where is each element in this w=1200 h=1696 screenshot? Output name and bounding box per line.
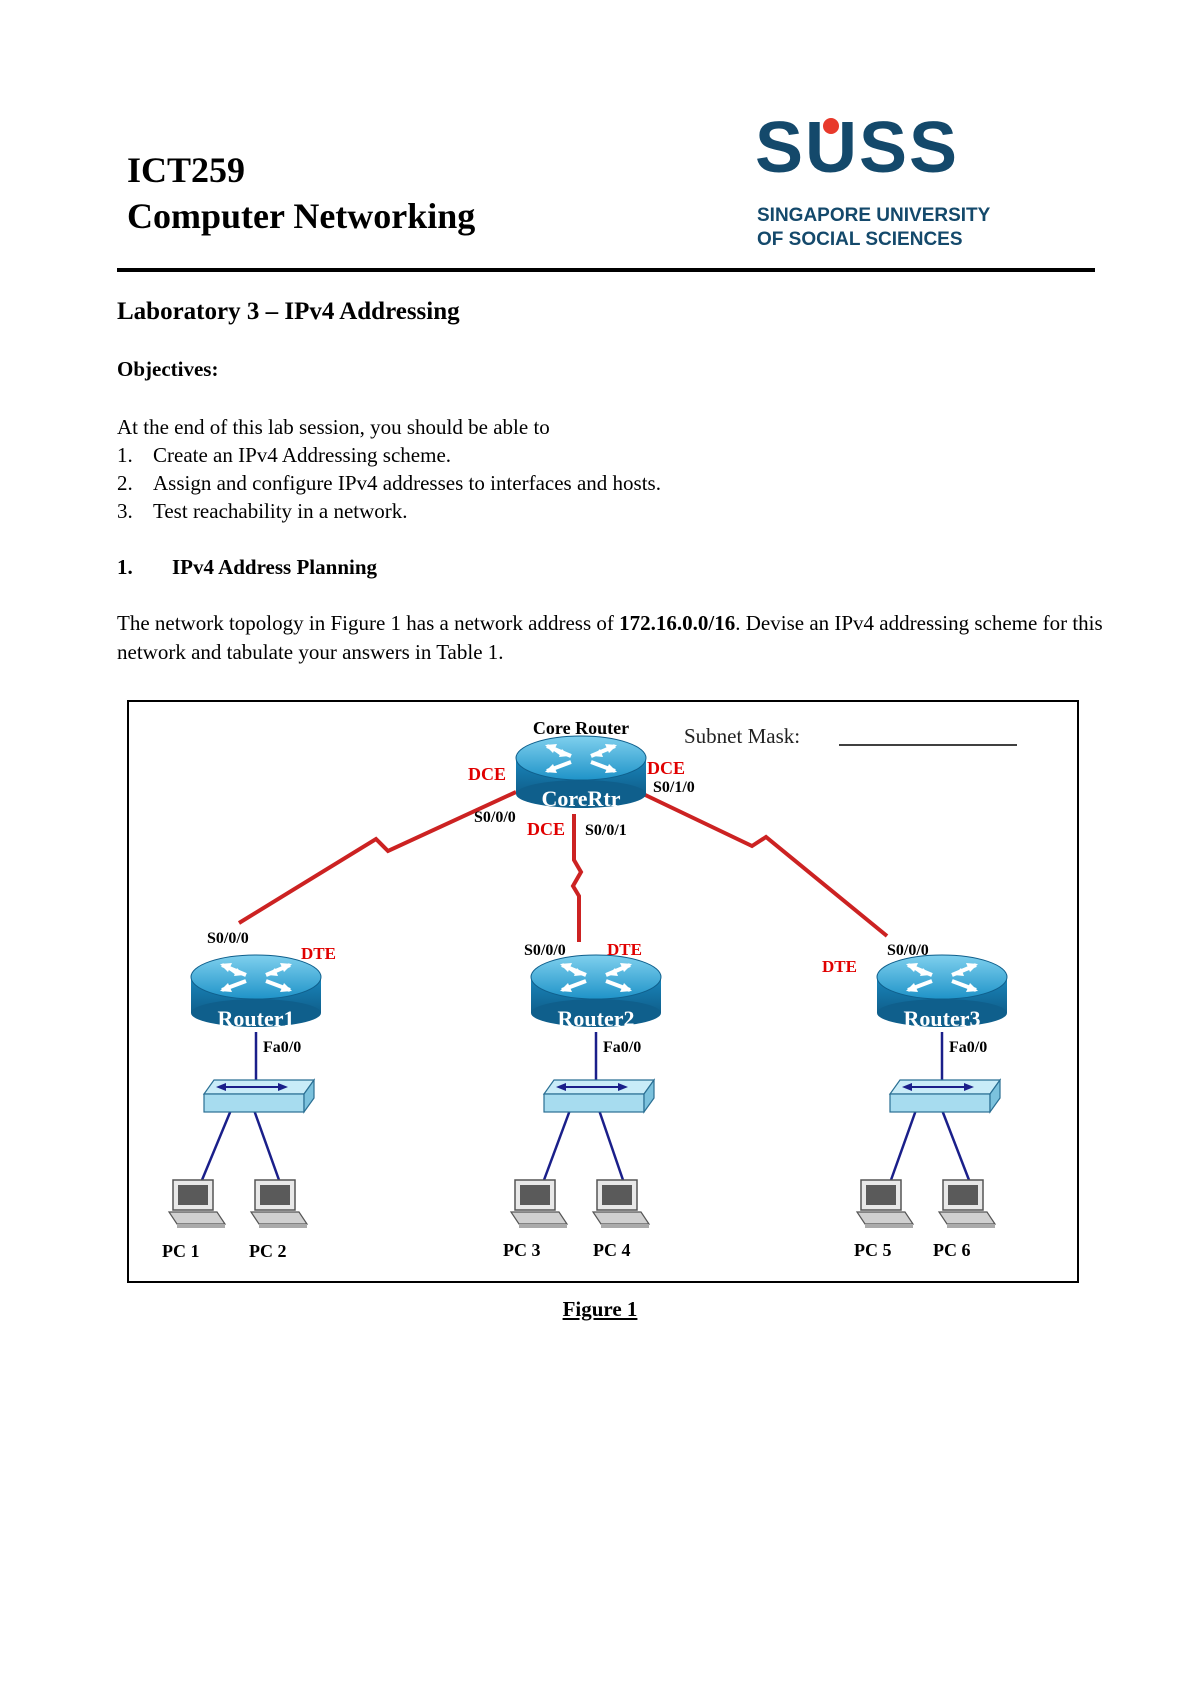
router1-dte: DTE	[301, 944, 336, 963]
router2-serial: S0/0/0	[524, 942, 566, 959]
dce-label-middle: DCE	[527, 819, 565, 839]
pc-6-icon	[938, 1179, 996, 1229]
objectives-list: 1.Create an IPv4 Addressing scheme. 2.As…	[117, 441, 661, 525]
pc-2-label: PC 2	[249, 1241, 287, 1261]
section-paragraph: The network topology in Figure 1 has a n…	[117, 611, 1103, 664]
lab-title: Laboratory 3 – IPv4 Addressing	[117, 298, 460, 325]
router1-serial: S0/0/0	[207, 930, 249, 947]
network-address: 172.16.0.0/16	[619, 611, 736, 635]
router2-dte: DTE	[607, 940, 642, 959]
switch-3-icon	[889, 1079, 1001, 1113]
serial-link-1	[237, 790, 517, 925]
core-port-s000: S0/0/0	[474, 809, 516, 826]
core-port-s001: S0/0/1	[585, 822, 627, 839]
topology-diagram: CoreRtr Core Router Subnet Mask: DCE DCE…	[162, 718, 1017, 1261]
router3-name: Router3	[904, 1006, 981, 1031]
router3-serial: S0/0/0	[887, 942, 929, 959]
objectives-intro: At the end of this lab session, you shou…	[117, 415, 550, 439]
objective-item: 1.Create an IPv4 Addressing scheme.	[117, 443, 452, 467]
logo-line-1: SINGAPORE UNIVERSITY	[757, 205, 991, 226]
topology-figure: CoreRtr Core Router Subnet Mask: DCE DCE…	[127, 700, 1079, 1283]
serial-link-3	[638, 790, 889, 938]
ethernet-links	[200, 1032, 971, 1181]
objective-item: 2.Assign and configure IPv4 addresses to…	[117, 471, 661, 495]
pc-3-label: PC 3	[503, 1240, 541, 1260]
course-name: Computer Networking	[127, 196, 476, 236]
header-rule	[117, 268, 1095, 272]
pc-3-icon	[510, 1179, 568, 1229]
section-heading: 1.IPv4 Address Planning	[117, 555, 378, 579]
dce-label-right: DCE	[647, 758, 685, 778]
serial-link-2	[570, 814, 584, 942]
pc-6-label: PC 6	[933, 1240, 971, 1260]
router2-name: Router2	[558, 1006, 635, 1031]
pc-4-label: PC 4	[593, 1240, 631, 1260]
course-code: ICT259	[127, 150, 246, 190]
pc-5-label: PC 5	[854, 1240, 892, 1260]
router1-name: Router1	[218, 1006, 295, 1031]
core-router-name: CoreRtr	[542, 786, 621, 811]
dce-label-left: DCE	[468, 764, 506, 784]
logo-line-2: OF SOCIAL SCIENCES	[757, 229, 963, 250]
figure-caption: Figure 1	[562, 1297, 638, 1321]
switch-1-icon	[203, 1079, 315, 1113]
subnet-mask-label: Subnet Mask:	[684, 724, 800, 748]
pc-5-icon	[856, 1179, 914, 1229]
router3-fa: Fa0/0	[949, 1039, 987, 1056]
router3-dte: DTE	[822, 957, 857, 976]
pc-4-icon	[592, 1179, 650, 1229]
router2-fa: Fa0/0	[603, 1039, 641, 1056]
objective-item: 3.Test reachability in a network.	[117, 499, 408, 523]
pc-1-label: PC 1	[162, 1241, 200, 1261]
objectives-heading: Objectives:	[117, 357, 219, 381]
switch-2-icon	[543, 1079, 655, 1113]
core-router-heading: Core Router	[533, 718, 629, 738]
serial-links	[237, 790, 889, 942]
pc-1-icon	[168, 1179, 226, 1229]
router1-fa: Fa0/0	[263, 1039, 301, 1056]
core-port-s010: S0/1/0	[653, 779, 695, 796]
pc-2-icon	[250, 1179, 308, 1229]
